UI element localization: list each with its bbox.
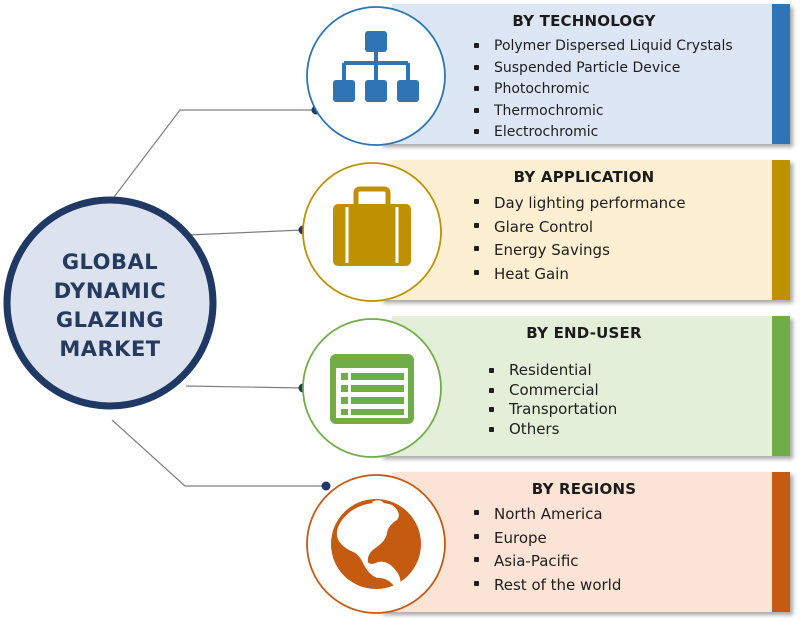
center-circle bbox=[3, 196, 217, 410]
list-item: Energy Savings bbox=[474, 239, 686, 263]
panel-end-user-box bbox=[380, 316, 790, 456]
globe-icon bbox=[331, 497, 421, 590]
segment-end-user: BY END-USER Residential Commercial Trans… bbox=[384, 314, 784, 454]
main-title: GLOBAL DYNAMIC GLAZING MARKET bbox=[15, 248, 205, 364]
panel-technology-box bbox=[380, 4, 790, 144]
list-item: Glare Control bbox=[474, 216, 686, 240]
main-title-line: GLAZING bbox=[55, 308, 165, 332]
list-item: Electrochromic bbox=[474, 122, 733, 144]
list-item: Rest of the world bbox=[474, 574, 621, 598]
list-item: Suspended Particle Device bbox=[474, 58, 733, 80]
segment-application: BY APPLICATION Day lighting performance … bbox=[384, 158, 784, 298]
hierarchy-icon bbox=[333, 31, 419, 102]
segment-title: BY APPLICATION bbox=[513, 168, 655, 186]
segment-title: BY TECHNOLOGY bbox=[512, 12, 656, 30]
connector-dot-regions bbox=[321, 481, 331, 491]
connector-regions bbox=[111, 419, 326, 487]
panel-end-user bbox=[380, 316, 790, 456]
segment-regions: BY REGIONS North America Europe Asia-Pac… bbox=[384, 470, 784, 610]
list-item: Transportation bbox=[489, 400, 617, 420]
panel-technology-accent bbox=[772, 4, 790, 144]
list-item: Europe bbox=[474, 527, 621, 551]
segment-title: BY REGIONS bbox=[531, 480, 637, 498]
segment-item-list: Residential Commercial Transportation Ot… bbox=[489, 361, 617, 439]
list-item: Others bbox=[489, 420, 617, 440]
list-item: North America bbox=[474, 503, 621, 527]
segment-technology: BY TECHNOLOGY Polymer Dispersed Liquid C… bbox=[384, 2, 784, 142]
list-item: Residential bbox=[489, 361, 617, 381]
connector-application bbox=[187, 229, 304, 236]
connector-technology bbox=[107, 109, 316, 206]
list-item: Thermochromic bbox=[474, 101, 733, 123]
panel-technology bbox=[380, 4, 790, 144]
panel-application-accent bbox=[772, 160, 790, 300]
panel-application bbox=[380, 160, 790, 300]
panel-regions-box bbox=[380, 472, 790, 612]
panel-end-user-accent bbox=[772, 316, 790, 456]
list-item: Polymer Dispersed Liquid Crystals bbox=[474, 36, 733, 58]
list-item: Asia-Pacific bbox=[474, 550, 621, 574]
main-title-line: GLOBAL bbox=[61, 250, 159, 274]
list-item: Day lighting performance bbox=[474, 192, 686, 216]
connector-lines bbox=[107, 109, 326, 487]
list-item: Commercial bbox=[489, 381, 617, 401]
main-title-line: DYNAMIC bbox=[53, 279, 167, 303]
segment-title: BY END-USER bbox=[526, 324, 642, 342]
main-title-line: MARKET bbox=[59, 337, 161, 361]
list-item: Heat Gain bbox=[474, 263, 686, 287]
segment-item-list: Day lighting performance Glare Control E… bbox=[474, 192, 686, 286]
panel-regions bbox=[380, 472, 790, 612]
panel-application-box bbox=[380, 160, 790, 300]
list-window-icon bbox=[330, 354, 414, 424]
panel-regions-accent bbox=[772, 472, 790, 612]
segment-item-list: Polymer Dispersed Liquid Crystals Suspen… bbox=[474, 36, 733, 144]
briefcase-icon bbox=[333, 186, 411, 266]
segment-item-list: North America Europe Asia-Pacific Rest o… bbox=[474, 503, 621, 597]
connector-end-user bbox=[185, 385, 304, 389]
list-item: Photochromic bbox=[474, 79, 733, 101]
